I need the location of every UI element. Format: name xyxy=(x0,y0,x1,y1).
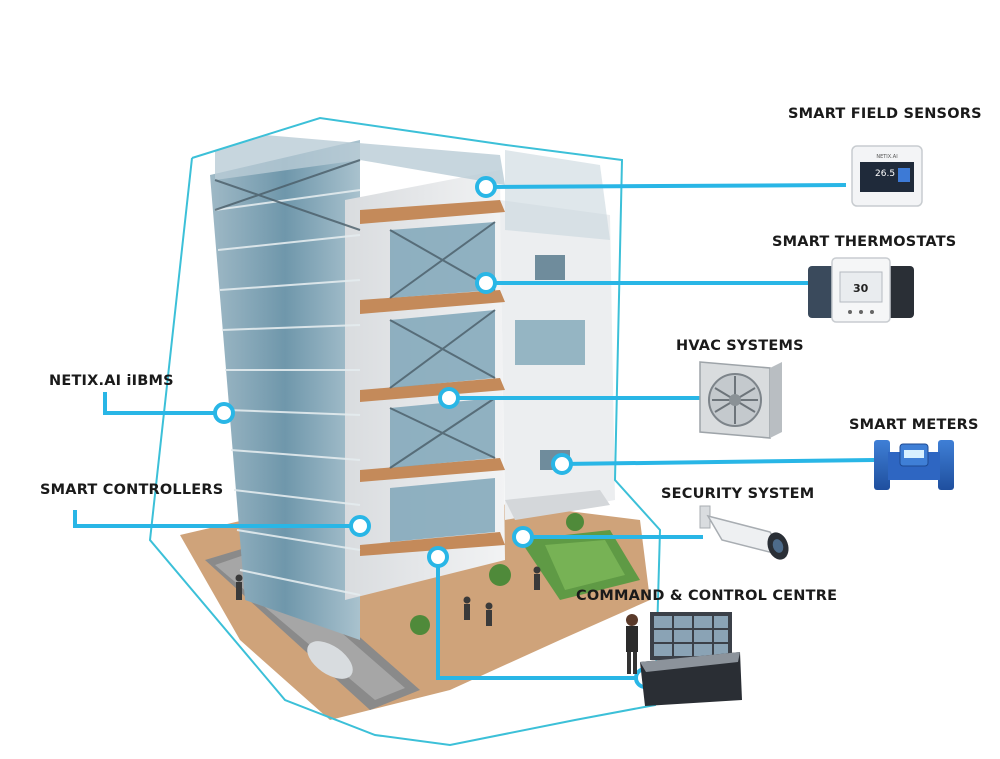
label-hvac: HVAC SYSTEMS xyxy=(676,338,804,354)
connector-meters xyxy=(561,458,875,466)
node-security xyxy=(512,526,534,548)
label-command-centre: COMMAND & CONTROL CENTRE xyxy=(576,588,838,604)
sensor-brand-text: NETIX.AI xyxy=(876,154,897,160)
label-thermostats: SMART THERMOSTATS xyxy=(772,234,957,250)
label-ibms: NETIX.AI iIBMS xyxy=(49,373,174,389)
security-camera-device xyxy=(699,505,789,560)
node-field-sensors xyxy=(475,176,497,198)
field-sensor-device: NETIX.AI 26.5 xyxy=(851,145,923,207)
connectors xyxy=(73,183,875,680)
node-hvac xyxy=(438,387,460,409)
thermostat-reading-text: 30 xyxy=(853,282,869,295)
hvac-device xyxy=(699,361,782,439)
building xyxy=(210,135,615,640)
connector-field-sensors xyxy=(485,183,847,189)
node-thermostats xyxy=(475,272,497,294)
label-field-sensors: SMART FIELD SENSORS xyxy=(788,106,982,122)
label-security: SECURITY SYSTEM xyxy=(661,486,815,502)
sensor-reading-text: 26.5 xyxy=(875,169,895,179)
node-controllers xyxy=(349,515,371,537)
connector-command-centre xyxy=(436,557,645,680)
people xyxy=(235,566,541,626)
node-command-top xyxy=(427,546,449,568)
thermostat-device: 30 xyxy=(808,257,914,323)
meter-device xyxy=(874,440,954,490)
connector-controllers xyxy=(73,510,360,528)
node-meters xyxy=(551,453,573,475)
label-controllers: SMART CONTROLLERS xyxy=(40,482,224,498)
label-meters: SMART METERS xyxy=(849,417,979,433)
command-centre-device xyxy=(626,612,742,706)
node-ibms xyxy=(213,402,235,424)
connector-ibms xyxy=(103,392,224,415)
